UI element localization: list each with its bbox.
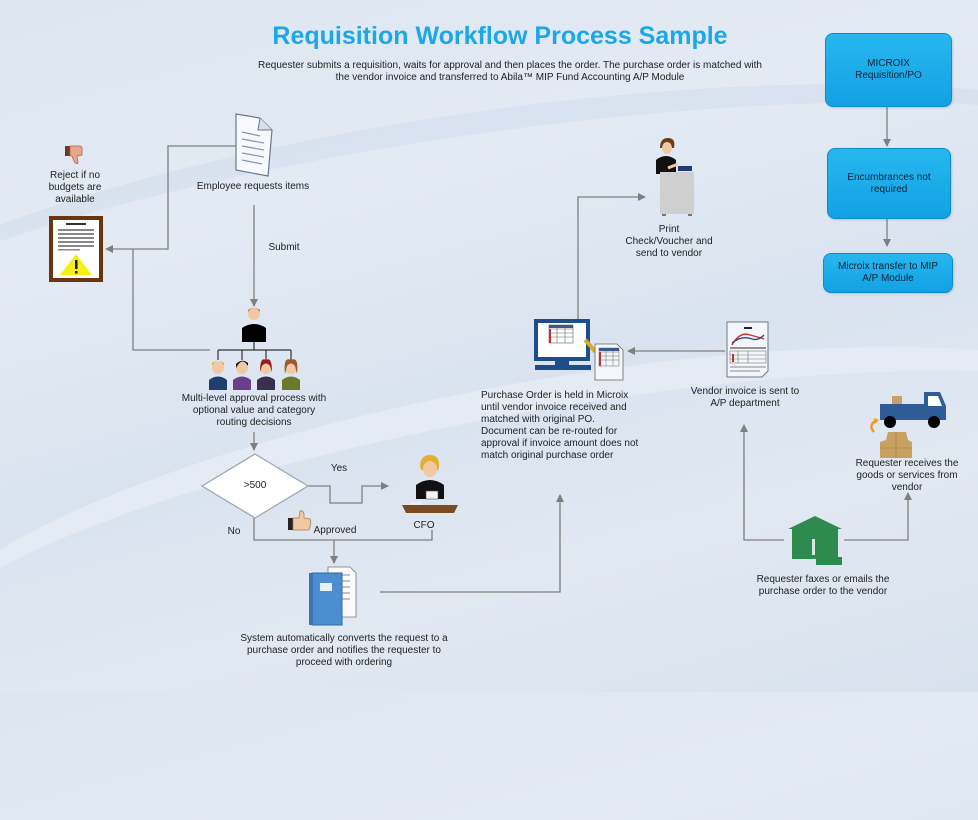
label-employee-request: Employee requests items [196,181,310,192]
warning-document-icon [49,216,103,282]
label-no: No [227,526,241,537]
label-receive-goods: Requester receives the goods or services… [855,458,959,493]
thumbs-down-icon [65,145,83,165]
box-encumbrances[interactable]: Encumbrances not required [827,148,951,219]
label-print-check: Print Check/Voucher and send to vendor [625,224,713,259]
cfo-desk-icon [402,455,458,513]
page-subtitle: Requester submits a requisition, waits f… [258,60,762,83]
box-microix-requisition[interactable]: MICROIX Requisition/PO [825,33,952,107]
label-system-convert: System automatically converts the reques… [240,633,448,668]
warehouse-icon [788,516,842,565]
delivery-truck-icon [870,392,946,458]
label-approved: Approved [313,525,357,536]
label-fax-email: Requester faxes or emails the purchase o… [756,574,890,597]
computer-spreadsheet-icon [534,319,624,381]
box-label: Microix transfer to MIP A/P Module [837,261,939,284]
box-label: MICROIX Requisition/PO [855,58,922,81]
thumbs-up-icon [288,510,312,531]
label-yes: Yes [330,463,348,474]
invoice-icon [726,321,769,378]
connector-approval-to-reject [132,249,210,351]
label-cfo: CFO [413,520,435,531]
label-po-held: Purchase Order is held in Microix until … [481,390,639,461]
box-label: Encumbrances not required [847,171,931,195]
label-reject: Reject if no budgets are available [48,170,102,205]
decision-diamond[interactable] [200,453,310,519]
label-approval: Multi-level approval process with option… [181,393,327,428]
page-title: Requisition Workflow Process Sample [272,22,728,50]
connector-binder-to-po [380,494,564,593]
document-icon [235,113,273,177]
connector-request-to-reject [105,145,236,253]
label-submit: Submit [268,242,300,253]
connector-no [253,518,433,541]
connector-yes-to-cfo [308,482,389,504]
printer-person-icon [656,138,694,216]
label-vendor-invoice: Vendor invoice is sent to A/P department [690,386,800,409]
box-mip-transfer[interactable]: Microix transfer to MIP A/P Module [823,253,953,293]
binder-icon [309,566,357,626]
connector-fax-to-receive [844,492,912,541]
connector-fax-to-invoice [740,424,784,541]
decision-label: >500 [243,480,267,491]
org-chart-icon [209,308,300,390]
connector-lines [105,106,912,593]
connector-po-to-print [577,193,646,322]
